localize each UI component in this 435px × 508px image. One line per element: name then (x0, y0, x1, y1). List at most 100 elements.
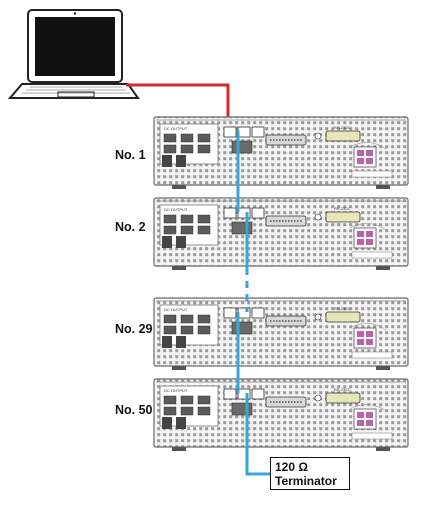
lan-port (223, 388, 237, 400)
bus-connector (231, 140, 253, 154)
sense-connector (176, 155, 186, 167)
rs232c-text: RS-232C (334, 387, 351, 392)
lan-port (223, 207, 237, 219)
ac-terminal (357, 239, 364, 245)
usb-port (251, 388, 265, 400)
ac-cable (349, 404, 387, 412)
bus-cables (236, 130, 270, 476)
dc-output-text: DC OUTPUT (164, 207, 188, 212)
unit-label-2: No. 2 (115, 220, 146, 234)
output-terminal (163, 214, 177, 224)
ground-terminal (314, 132, 322, 140)
certification-marks (351, 251, 393, 259)
ac-terminal (357, 420, 364, 426)
sense-connector (162, 236, 172, 248)
foot (172, 447, 186, 451)
ac-terminal (357, 150, 364, 156)
output-terminal (197, 314, 211, 324)
unit-label-1: No. 1 (115, 148, 146, 162)
output-terminal (163, 314, 177, 324)
certification-marks (351, 170, 393, 178)
output-terminal (180, 133, 194, 143)
output-terminal (197, 395, 211, 405)
foot (376, 266, 390, 270)
can-port (237, 207, 251, 219)
unit-label-50: No. 50 (115, 403, 153, 417)
output-terminal (180, 395, 194, 405)
usb-port (251, 207, 265, 219)
certification-marks (351, 432, 393, 440)
sense-connector (162, 336, 172, 348)
ac-cable (349, 323, 387, 331)
terminator-value: 120 Ω (275, 460, 308, 474)
sense-connector (176, 336, 186, 348)
output-terminal (180, 144, 194, 154)
dc-output-text: DC OUTPUT (164, 307, 188, 312)
bus-cable-to-terminator (245, 393, 270, 476)
output-terminal (180, 214, 194, 224)
foot (172, 266, 186, 270)
output-terminal (197, 214, 211, 224)
ground-terminal (314, 394, 322, 402)
ac-terminal (366, 420, 373, 426)
foot (376, 447, 390, 451)
rs232c-connector (325, 130, 361, 142)
units-layer: DC OUTPUT RS-232C DC OUTPUT RS-232C DC OUTPU… (153, 116, 409, 451)
power-supply-unit-2: DC OUTPUT RS-232C (153, 197, 409, 270)
ac-terminal (366, 412, 373, 418)
ac-terminal (357, 231, 364, 237)
ac-cable (349, 142, 387, 150)
output-terminal (197, 406, 211, 416)
output-terminal (197, 144, 211, 154)
ac-terminal (366, 150, 373, 156)
rs232c-connector (325, 211, 361, 223)
sense-connector (176, 417, 186, 429)
laptop-icon (7, 9, 140, 99)
output-terminal (163, 144, 177, 154)
power-supply-unit-4: DC OUTPUT RS-232C (153, 378, 409, 451)
ac-terminal (366, 231, 373, 237)
foot (172, 185, 186, 189)
lan-port (223, 307, 237, 319)
terminator-box: 120 Ω Terminator (270, 457, 350, 490)
can-port (237, 126, 251, 138)
bus-connector (231, 221, 253, 235)
output-terminal (180, 314, 194, 324)
ac-terminal (366, 239, 373, 245)
ac-terminal (357, 412, 364, 418)
ac-terminal (366, 339, 373, 345)
foot (376, 366, 390, 370)
ground-terminal (314, 313, 322, 321)
power-supply-unit-3: DC OUTPUT RS-232C (153, 297, 409, 370)
ac-terminal (357, 158, 364, 164)
output-terminal (163, 406, 177, 416)
sense-connector (176, 236, 186, 248)
sense-connector (162, 155, 172, 167)
rs232c-text: RS-232C (334, 206, 351, 211)
rs232c-connector (325, 392, 361, 404)
output-terminal (163, 225, 177, 235)
rs232c-connector (325, 311, 361, 323)
foot (376, 185, 390, 189)
output-terminal (180, 406, 194, 416)
foot (172, 366, 186, 370)
output-terminal (197, 133, 211, 143)
sense-connector (162, 417, 172, 429)
dc-output-text: DC OUTPUT (164, 388, 188, 393)
terminator-label: Terminator (275, 474, 337, 488)
ground-terminal (314, 213, 322, 221)
usb-port (251, 307, 265, 319)
output-terminal (197, 325, 211, 335)
certification-marks (351, 351, 393, 359)
output-terminal (197, 225, 211, 235)
rs232c-text: RS-232C (334, 306, 351, 311)
ac-terminal (357, 339, 364, 345)
output-terminal (163, 325, 177, 335)
lan-port (223, 126, 237, 138)
bus-connector (231, 402, 253, 416)
output-terminal (163, 395, 177, 405)
pc-cable (126, 83, 230, 131)
rs232c-text: RS-232C (334, 125, 351, 130)
